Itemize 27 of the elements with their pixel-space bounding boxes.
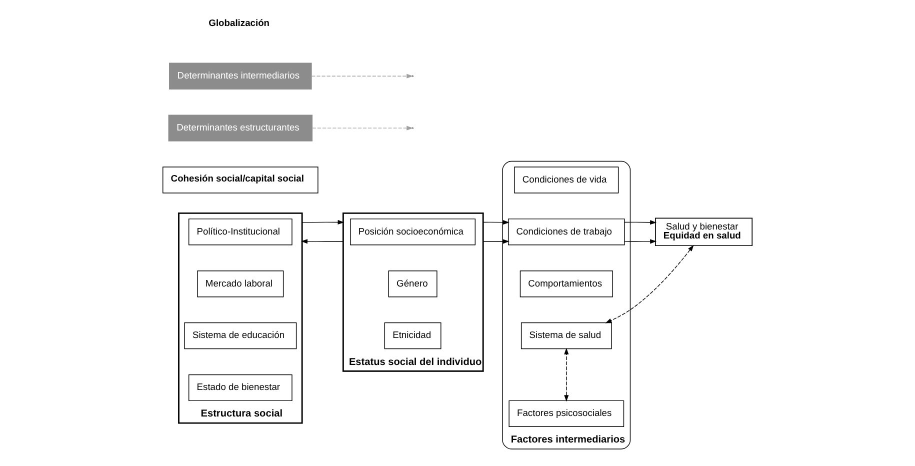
arrow [482,239,510,244]
node-box: Determinantes estructurantes [168,114,313,142]
node-box: Salud y bienestar Equidad en salud [655,218,753,246]
node-box: Estado de bienestar [188,374,292,402]
arrow [482,220,510,225]
node-box: Factores psicosociales [508,400,624,427]
node-box: Político-Institucional [188,218,292,246]
node-box: Etnicidad [384,322,442,350]
arrow [302,220,344,225]
node-box: Condiciones de trabajo [508,218,625,246]
node-box: Sistema de salud [520,322,612,350]
arrow [301,239,344,244]
node-box: Género [388,270,438,298]
node-box: Cohesión social/capital social [162,166,318,194]
node-box: Determinantes intermediarios [169,62,312,90]
arrow [605,244,694,324]
arrow [624,239,657,244]
node-box: Condiciones de vida [514,166,619,194]
node-box: Mercado laboral [197,270,284,298]
node-box: Comportamientos [520,270,613,298]
arrow [311,74,414,78]
label: Globalización [208,18,270,28]
node-box: Posición socioeconómica [350,218,476,246]
arrow [624,220,657,225]
arrow [312,126,414,130]
arrow [564,348,569,402]
node-box: Sistema de educación [184,322,297,350]
